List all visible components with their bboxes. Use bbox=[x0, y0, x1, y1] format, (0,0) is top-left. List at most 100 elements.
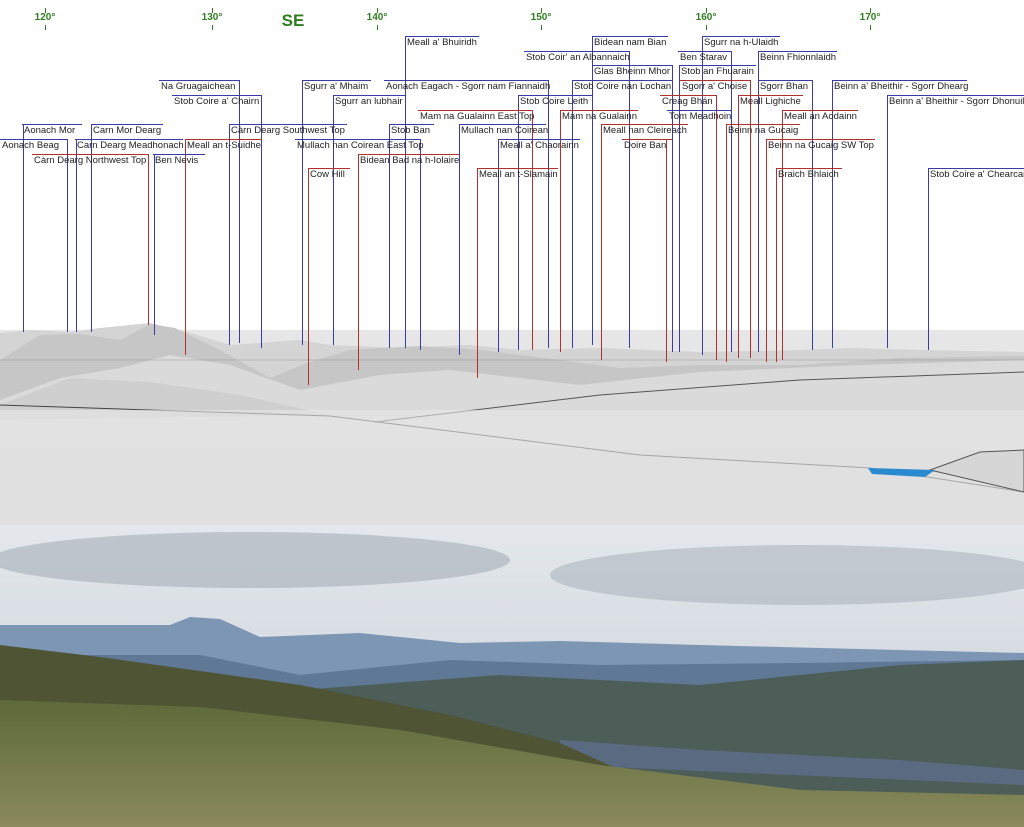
peak-pointer-line bbox=[67, 138, 68, 332]
terrain-render bbox=[0, 323, 1024, 525]
label-leader-line bbox=[572, 80, 672, 82]
label-leader-line bbox=[229, 124, 347, 126]
label-leader-line bbox=[592, 65, 672, 67]
peak-label: Meall an Aodainn bbox=[784, 110, 857, 122]
label-leader-line bbox=[185, 138, 262, 140]
peak-pointer-line bbox=[572, 80, 573, 348]
peak-pointer-line bbox=[477, 168, 478, 378]
label-leader-line bbox=[524, 50, 629, 52]
peak-label: Mam na Gualainn bbox=[562, 110, 637, 122]
peak-pointer-line bbox=[405, 36, 406, 348]
peak-pointer-line bbox=[702, 109, 703, 355]
label-leader-line bbox=[32, 153, 148, 155]
degree-label: 120° bbox=[34, 12, 56, 23]
peak-pointer-line bbox=[308, 168, 309, 385]
peak-pointer-line bbox=[766, 138, 767, 362]
label-leader-line bbox=[776, 168, 842, 170]
peak-label: Beinn na Gucaig bbox=[728, 125, 799, 137]
label-leader-line bbox=[384, 80, 548, 82]
degree-label: 150° bbox=[530, 12, 552, 23]
label-leader-line bbox=[782, 109, 858, 111]
degree-tick bbox=[870, 8, 871, 13]
peak-label: Sgurr a' Mhaim bbox=[304, 81, 369, 93]
peak-pointer-line bbox=[731, 50, 732, 352]
label-leader-line bbox=[498, 138, 580, 140]
peak-pointer-line bbox=[832, 80, 833, 348]
label-leader-line bbox=[560, 109, 638, 111]
panorama-photo bbox=[0, 525, 1024, 827]
peak-pointer-line bbox=[548, 80, 549, 348]
peak-pointer-line bbox=[261, 94, 262, 348]
degree-tick bbox=[706, 8, 707, 13]
peak-label: Càrn Dearg Southwest Top bbox=[231, 125, 345, 137]
peak-label: Meall nan Cleireach bbox=[603, 125, 687, 137]
peak-label: Braich Bhlaich bbox=[778, 169, 839, 181]
peak-pointer-line bbox=[672, 65, 673, 352]
label-leader-line bbox=[159, 80, 239, 82]
peak-label: Glas Bheinn Mhor bbox=[594, 66, 671, 78]
peak-label: Mullach nan Coirean East Top bbox=[297, 139, 424, 151]
label-leader-line bbox=[758, 50, 837, 52]
peak-label: Beinn na Gucaig SW Top bbox=[768, 139, 874, 151]
peak-pointer-line bbox=[154, 153, 155, 335]
peak-label: Cow Hill bbox=[310, 169, 345, 181]
label-leader-line bbox=[172, 94, 261, 96]
peak-pointer-line bbox=[23, 124, 24, 332]
peak-pointer-line bbox=[679, 65, 680, 352]
degree-tick bbox=[45, 8, 46, 13]
degree-tick bbox=[706, 25, 707, 30]
peak-label: Stob Coire nan Lochan bbox=[574, 81, 672, 93]
peak-label: Stob Ban bbox=[391, 125, 431, 137]
peak-pointer-line bbox=[776, 168, 777, 362]
peak-label: Mam na Gualainn East Top bbox=[420, 110, 535, 122]
peak-label: Stob Coire Leith bbox=[520, 95, 589, 107]
peak-label: Meall a' Chaorainn bbox=[500, 139, 579, 151]
label-leader-line bbox=[702, 36, 780, 37]
peak-label: Mullach nan Coirean bbox=[461, 125, 549, 137]
peak-pointer-line bbox=[928, 168, 929, 350]
label-leader-line bbox=[622, 138, 672, 140]
peak-pointer-line bbox=[629, 50, 630, 348]
peak-label: Beinn Fhionnlaidh bbox=[760, 51, 837, 63]
peak-label: Aonach Eagach - Sgorr nam Fiannaidh bbox=[386, 81, 551, 93]
peak-pointer-line bbox=[716, 94, 717, 360]
label-leader-line bbox=[295, 138, 420, 140]
peak-label: Sgorr Bhan bbox=[760, 81, 809, 93]
peak-label: Meall a' Bhuiridh bbox=[407, 37, 477, 48]
peak-pointer-line bbox=[726, 124, 727, 362]
degree-tick bbox=[541, 25, 542, 30]
label-leader-line bbox=[887, 94, 1024, 96]
label-leader-line bbox=[389, 124, 434, 126]
loch-water bbox=[868, 468, 935, 477]
peak-pointer-line bbox=[302, 80, 303, 345]
peak-pointer-line bbox=[498, 138, 499, 352]
label-leader-line bbox=[679, 65, 756, 67]
peak-pointer-line bbox=[887, 94, 888, 348]
peak-pointer-line bbox=[758, 50, 759, 352]
peak-pointer-line bbox=[185, 138, 186, 355]
degree-tick bbox=[377, 8, 378, 13]
peak-pointer-line bbox=[358, 153, 359, 370]
label-leader-line bbox=[592, 36, 668, 37]
peak-pointer-line bbox=[750, 80, 751, 358]
peak-pointer-line bbox=[601, 124, 602, 360]
peak-label: Beinn a' Bheithir - Sgorr Dhearg bbox=[834, 81, 969, 93]
degree-tick bbox=[212, 8, 213, 13]
peak-label: Bidean nam Bian bbox=[594, 37, 667, 48]
peak-label: Meall Lighiche bbox=[740, 95, 801, 107]
peak-label: Meall an t-Suidhe bbox=[187, 139, 261, 151]
label-leader-line bbox=[333, 94, 406, 96]
peak-label: Stob Coire a' Chairn bbox=[174, 95, 260, 107]
label-leader-line bbox=[153, 153, 205, 155]
peak-label: Carn Dearg Meadhonach bbox=[77, 139, 184, 151]
label-leader-line bbox=[22, 124, 82, 126]
peak-label: Stob an Fhuarain bbox=[681, 66, 754, 78]
peak-label: Stob Coir' an Albannaich bbox=[526, 51, 630, 63]
label-leader-line bbox=[667, 109, 731, 111]
peak-label: Doire Ban bbox=[624, 139, 667, 151]
peak-label: Carn Mor Dearg bbox=[93, 125, 162, 137]
label-leader-line bbox=[832, 80, 967, 82]
peak-pointer-line bbox=[666, 138, 667, 362]
label-leader-line bbox=[358, 153, 459, 155]
peak-pointer-line bbox=[738, 94, 739, 358]
